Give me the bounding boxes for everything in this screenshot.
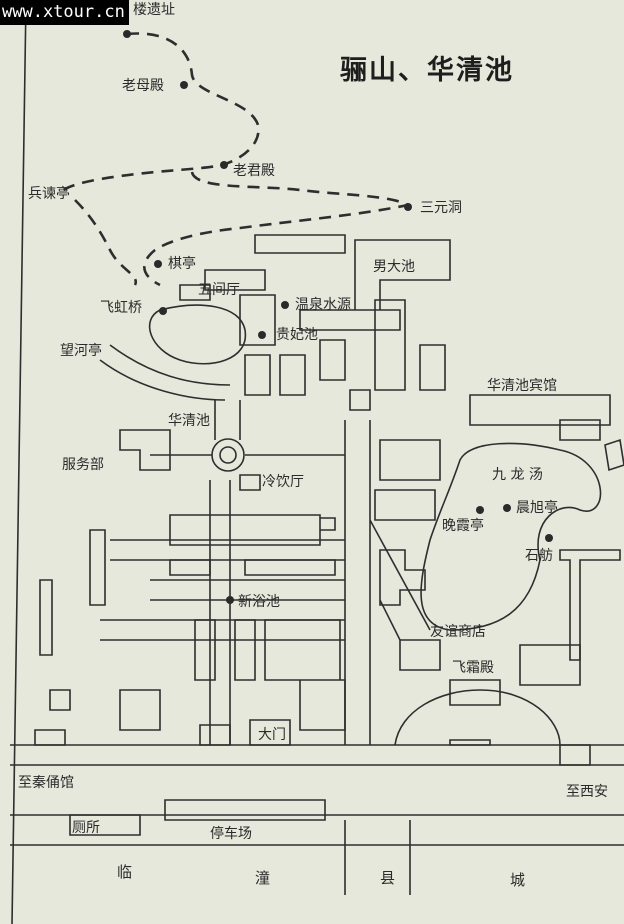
label-fuwubu: 服务部 [62,457,104,473]
label-county-3: 县 [380,869,396,887]
map-border-left [11,0,27,924]
label-wanxiating: 晚霞亭 [442,518,484,534]
roads [10,744,624,895]
map-title: 骊山、华清池 [340,55,514,86]
label-ruins: 楼遗址 [133,2,175,18]
pond-west [148,304,247,365]
label-zhiqinyongguan: 至秦俑馆 [18,775,74,791]
label-tingchechang: 停车场 [210,826,252,842]
label-feihongqiao: 飞虹桥 [100,300,142,316]
label-nandachi: 男大池 [373,259,415,275]
lake-causeway [559,549,621,661]
label-xinyuchi: 新浴池 [238,594,280,610]
label-county-2: 潼 [255,869,271,887]
label-county-4: 城 [510,871,526,889]
mountain-trail [58,32,260,196]
label-wangheting: 望河亭 [60,343,102,359]
label-sanyuandong: 三元洞 [420,200,462,216]
roundabout [211,438,245,472]
label-jiulongtang: 九 龙 汤 [492,467,543,483]
buildings [34,234,624,836]
label-chenxuting: 晨旭亭 [516,500,558,516]
label-wujianting: 五间厅 [198,282,240,298]
label-zhixian: 至西安 [566,784,608,800]
label-laomudian: 老母殿 [122,78,164,94]
label-lengyinting: 冷饮厅 [262,474,304,490]
watermark: www.xtour.cn [0,0,129,25]
label-laojundian: 老君殿 [233,163,275,179]
label-youyishangdian: 友谊商店 [430,624,486,640]
label-shifang: 石舫 [525,548,553,564]
label-huaqingchibinguan: 华清池宾馆 [487,378,557,394]
lower-arc [394,689,561,746]
label-bingjianting: 兵谏亭 [28,186,70,202]
label-county-1: 临 [117,863,133,881]
label-guifeichi: 贵妃池 [276,327,318,343]
jiulong-lake [420,442,602,631]
label-qiting: 棋亭 [168,256,196,272]
pond-arc [99,344,231,401]
label-huaqingchi: 华清池 [168,413,210,429]
mountain-trail-2 [143,171,412,287]
poi-dots [123,30,553,604]
road-network [100,400,431,745]
label-cesuo: 厕所 [72,820,100,836]
mountain-trail-3 [74,199,138,286]
label-feishuangdian: 飞霜殿 [452,660,494,676]
label-wenquanshuiyuan: 温泉水源 [295,297,351,313]
label-damen: 大门 [258,727,286,743]
